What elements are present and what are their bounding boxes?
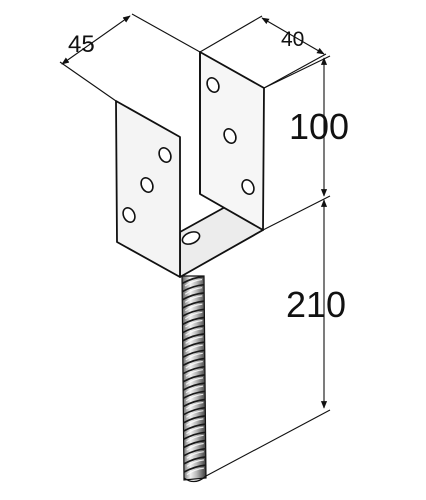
hole-icon <box>223 128 237 144</box>
thread-ridge <box>183 423 206 432</box>
thread-highlight <box>184 295 203 303</box>
thread-highlight <box>186 426 204 435</box>
rod-tip <box>183 475 207 483</box>
thread-highlight <box>185 385 204 394</box>
dimension-line-40 <box>261 17 325 55</box>
thread-highlight <box>185 319 203 328</box>
hole-icon <box>122 207 136 223</box>
thread-ridge <box>182 333 205 342</box>
front-plate-holes <box>122 147 172 223</box>
dimension-labels: 45 40 100 210 <box>68 28 349 325</box>
thread-ridge <box>182 357 205 367</box>
extension-line-40-left <box>199 15 263 53</box>
thread-ridge <box>181 283 205 293</box>
thread-highlight <box>185 328 203 336</box>
thread-ridge <box>183 464 206 473</box>
thread-highlight <box>185 393 204 402</box>
thread-ridge <box>181 292 205 301</box>
thread-highlight <box>184 278 203 287</box>
back-plate-holes <box>206 77 255 195</box>
extension-line-45-right <box>131 13 201 53</box>
base-center-hole <box>181 231 201 245</box>
dimension-label-210: 210 <box>286 284 346 325</box>
thread-highlight <box>185 352 203 361</box>
thread-ridge <box>181 300 205 309</box>
thread-highlight <box>185 369 203 377</box>
thread-ridge <box>182 324 205 334</box>
thread-ridge <box>181 275 205 285</box>
thread-highlight <box>184 303 203 312</box>
thread-ridge <box>182 341 205 350</box>
thread-highlight <box>186 459 204 467</box>
extension-line-100-bottom <box>262 195 331 231</box>
thread-ridge <box>183 447 206 457</box>
extension-line-45-left <box>59 61 117 102</box>
thread-ridge <box>182 349 205 359</box>
thread-highlight <box>186 410 204 418</box>
dimension-label-45: 45 <box>68 31 95 58</box>
thread-ridge <box>183 439 206 449</box>
hole-icon <box>140 177 154 193</box>
thread-ridge <box>182 382 206 391</box>
thread-highlight <box>185 360 203 369</box>
thread-highlight <box>186 451 204 459</box>
extension-line-210-bottom <box>205 409 331 477</box>
thread-highlight <box>184 311 203 320</box>
thread-highlight <box>185 336 203 344</box>
dimension-label-100: 100 <box>289 106 349 147</box>
dimension-line-45 <box>61 15 131 65</box>
dimension-label-40: 40 <box>281 28 304 51</box>
dimension-lines <box>59 13 331 477</box>
u-bracket <box>115 51 265 278</box>
thread-ridge <box>181 308 205 318</box>
thread-ridge <box>182 406 206 416</box>
thread-ridge <box>183 456 206 465</box>
hole-icon <box>206 77 220 93</box>
extension-line-40-right <box>263 53 327 89</box>
rod-threads <box>181 275 206 476</box>
thread-highlight <box>185 401 204 410</box>
thread-highlight <box>186 442 204 451</box>
thread-ridge <box>182 374 206 383</box>
thread-highlight <box>186 418 204 426</box>
thread-ridge <box>182 365 205 375</box>
thread-ridge <box>182 390 206 400</box>
threaded-rod <box>181 275 207 483</box>
thread-ridge <box>182 415 206 424</box>
thread-highlight <box>185 377 204 385</box>
thread-ridge <box>183 431 206 441</box>
extension-line-100-top <box>263 55 331 89</box>
thread-highlight <box>186 434 204 443</box>
thread-highlight <box>186 467 204 476</box>
thread-highlight <box>184 287 203 295</box>
hole-icon <box>158 147 172 163</box>
thread-highlight <box>185 344 203 353</box>
hole-icon <box>241 179 255 195</box>
thread-ridge <box>181 316 205 326</box>
thread-ridge <box>182 398 206 408</box>
